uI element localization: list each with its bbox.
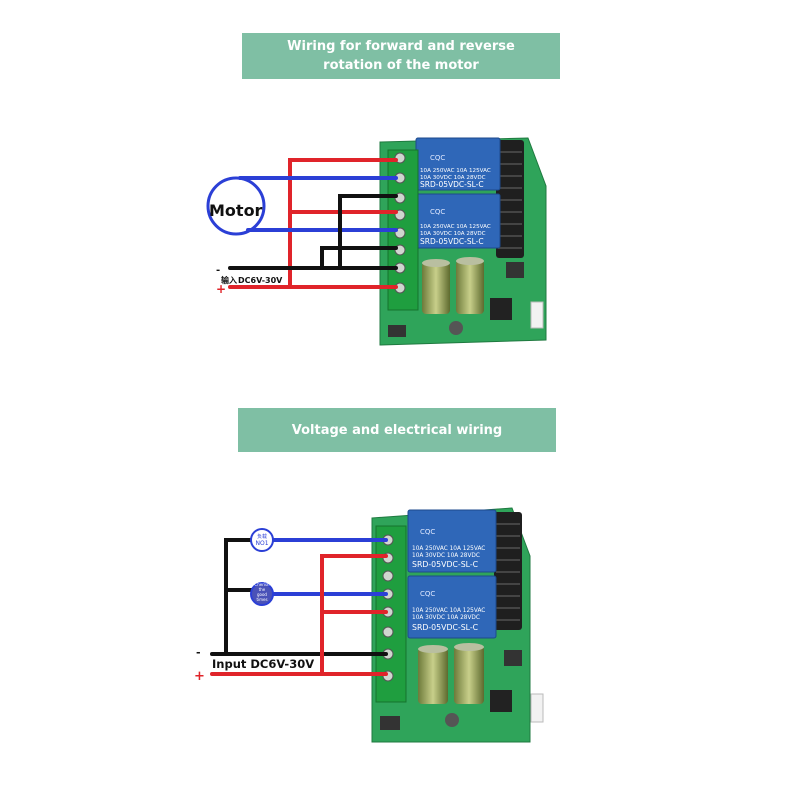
top-black-wire-1 <box>338 194 398 268</box>
top-relay1-cert: CQC <box>430 154 445 162</box>
bottom-ic-chip-2 <box>504 650 522 666</box>
bottom-ic-chip <box>490 690 512 712</box>
bottom-antenna-coil <box>494 512 522 630</box>
load2-label-1: Cherish <box>254 582 270 587</box>
bottom-relay2-rating1: 10A 250VAC 10A 125VAC <box>412 608 485 614</box>
bottom-diagram: CQC 10A 250VAC 10A 125VAC 10A 30VDC 10A … <box>194 507 544 743</box>
load2-label-3: good <box>257 592 267 597</box>
bottom-capacitors <box>418 643 484 704</box>
bottom-relay1-model: SRD-05VDC-SL-C <box>412 560 479 569</box>
top-relay1-model: SRD-05VDC-SL-C <box>420 180 484 189</box>
top-title-banner: Wiring for forward and reverse rotation … <box>242 33 560 79</box>
bottom-diode <box>380 716 400 730</box>
load2-label-2: the <box>259 587 266 592</box>
top-relay2-cert: CQC <box>430 208 445 216</box>
top-diagram: CQC 10A 250VAC 10A 125VAC 10A 30VDC 10A … <box>206 137 547 346</box>
top-input-prefix: 输入 <box>221 275 237 285</box>
top-relay1-rating2: 10A 30VDC 10A 28VDC <box>420 175 486 181</box>
bottom-minus-sign: - <box>196 646 201 659</box>
bottom-learn-button <box>530 693 544 723</box>
bottom-relay1-rating2: 10A 30VDC 10A 28VDC <box>412 553 480 559</box>
bottom-wires <box>210 538 388 676</box>
top-motor: Motor <box>206 176 266 236</box>
top-relay2-model: SRD-05VDC-SL-C <box>420 237 484 246</box>
bottom-transistor <box>445 713 459 727</box>
top-relay-board: CQC 10A 250VAC 10A 125VAC 10A 30VDC 10A … <box>379 137 547 346</box>
bottom-relay-1: CQC 10A 250VAC 10A 125VAC 10A 30VDC 10A … <box>407 509 497 573</box>
top-plus-sign: + <box>216 282 226 296</box>
motor-label: Motor <box>209 201 263 220</box>
top-relay2-rating2: 10A 30VDC 10A 28VDC <box>420 231 486 237</box>
bottom-relay2-cert: CQC <box>420 590 435 598</box>
top-minus-sign: - <box>216 265 220 276</box>
bottom-load-2: Cherish the good times <box>250 582 274 606</box>
bottom-plus-sign: + <box>194 669 205 684</box>
bottom-title: Voltage and electrical wiring <box>291 422 503 438</box>
top-transistor <box>449 321 463 335</box>
top-title-line1: Wiring for forward and reverse <box>287 39 515 54</box>
top-ic-chip <box>490 298 512 320</box>
top-diode <box>388 325 406 337</box>
bottom-relay-board: CQC 10A 250VAC 10A 125VAC 10A 30VDC 10A … <box>371 507 544 743</box>
top-black-wire-2 <box>320 246 398 268</box>
load2-label-4: times <box>256 597 267 602</box>
top-wires <box>228 158 398 289</box>
bottom-relay1-cert: CQC <box>420 528 435 536</box>
bottom-title-banner: Voltage and electrical wiring <box>238 408 556 452</box>
bottom-relay-2: CQC 10A 250VAC 10A 125VAC 10A 30VDC 10A … <box>407 575 497 639</box>
top-relay1-rating1: 10A 250VAC 10A 125VAC <box>420 168 491 174</box>
top-learn-button <box>530 301 544 329</box>
top-antenna-coil <box>496 140 524 258</box>
bottom-load-1: 负载 NO1 <box>250 528 274 552</box>
top-relay-2: CQC 10A 250VAC 10A 125VAC 10A 30VDC 10A … <box>415 193 501 249</box>
bottom-input-label: Input DC6V-30V <box>212 657 314 671</box>
top-relay2-rating1: 10A 250VAC 10A 125VAC <box>420 224 491 230</box>
bottom-relay2-rating2: 10A 30VDC 10A 28VDC <box>412 615 480 621</box>
bottom-red-wire-1 <box>210 554 388 676</box>
top-red-wire-1 <box>228 158 398 289</box>
load1-label-top: 负载 <box>257 533 267 540</box>
bottom-relay1-rating1: 10A 250VAC 10A 125VAC <box>412 546 485 552</box>
top-input-voltage: DC6V-30V <box>238 276 283 285</box>
load1-label-bottom: NO1 <box>255 540 268 547</box>
top-relay-1: CQC 10A 250VAC 10A 125VAC 10A 30VDC 10A … <box>415 137 501 191</box>
top-ic-chip-2 <box>506 262 524 278</box>
top-title-line2: rotation of the motor <box>323 58 479 73</box>
bottom-relay2-model: SRD-05VDC-SL-C <box>412 623 479 632</box>
top-capacitors <box>422 257 484 314</box>
